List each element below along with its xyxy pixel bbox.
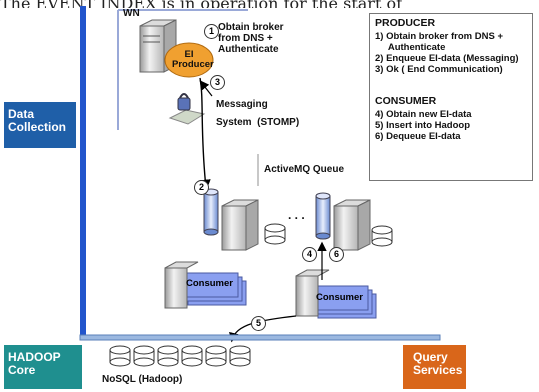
data-collection-text: Data Collection (8, 107, 67, 134)
legend-consumer-title: CONSUMER (375, 95, 437, 107)
lock-icon (168, 93, 206, 125)
nosql-disk-icon (157, 345, 179, 367)
producer-bubble-label: EI Producer (172, 49, 214, 70)
step-marker-1: 1 (204, 24, 219, 39)
legend-consumer-item-3: 6) Dequeue EI-data (375, 131, 461, 142)
ellipsis-dots: . . . (288, 208, 305, 222)
nosql-disk-icon (109, 345, 131, 367)
step-marker-5: 5 (251, 316, 266, 331)
consumer-1-stack (179, 272, 247, 306)
data-collection-bus (80, 6, 86, 336)
step-marker-2: 2 (194, 180, 209, 195)
legend-producer-title: PRODUCER (375, 17, 436, 29)
producer-ellipse (164, 42, 214, 78)
broker-server-2-icon (333, 199, 371, 251)
wn-frame (117, 9, 248, 130)
legend-consumer-item-1: 4) Obtain new EI-data (375, 109, 472, 120)
consumer-1-label: Consumer (186, 278, 233, 289)
disk-1-icon (264, 223, 286, 245)
hadoop-core-label: HADOOP Core (4, 345, 82, 389)
hadoop-bus (79, 334, 441, 341)
step-marker-6: 6 (329, 247, 344, 262)
nosql-disk-icon (229, 345, 251, 367)
legend-producer-item-2: 2) Enqueue EI-data (Messaging) (375, 53, 519, 64)
legend-producer-item-1: 1) Obtain broker from DNS + Authenticate (375, 31, 504, 53)
broker-server-1-icon (221, 199, 259, 251)
ok-return-arrow (199, 80, 213, 97)
nosql-disk-icon (205, 345, 227, 367)
step-marker-3: 3 (210, 75, 225, 90)
legend-producer-item-3: 3) Ok ( End Communication) (375, 64, 503, 75)
wn-label: WN (123, 8, 140, 19)
top-cut-caption: The EVENT INDEX is in operation for the … (0, 0, 539, 8)
consumer-2-server-icon (295, 269, 330, 317)
consumer-1-server-icon (164, 261, 199, 309)
producer-to-queue-arrow (199, 77, 211, 191)
nosql-disk-icon (133, 345, 155, 367)
nosql-label: NoSQL (Hadoop) (102, 374, 183, 385)
activemq-queue-label: ActiveMQ Queue (264, 164, 345, 175)
disk-2-icon (371, 225, 393, 247)
queue-cylinder-2 (315, 192, 331, 240)
nosql-disk-icon (181, 345, 203, 367)
consumer-2-stack (309, 285, 377, 319)
query-services-text: Query Services (413, 350, 463, 377)
queue-cylinder-1 (203, 188, 219, 236)
messaging-text: Messaging System (STOMP) (216, 99, 300, 128)
consumer-2-label: Consumer (316, 292, 363, 303)
step1-text: Obtain broker from DNS + Authenticate (218, 22, 284, 55)
legend-consumer-item-2: 5) Insert into Hadoop (375, 120, 470, 131)
data-collection-label: Data Collection (4, 102, 76, 148)
hadoop-core-text: HADOOP Core (8, 350, 61, 377)
step-marker-4: 4 (302, 247, 317, 262)
legend-box: PRODUCER 1) Obtain broker from DNS + Aut… (369, 13, 533, 181)
query-services-label: Query Services (403, 345, 466, 389)
nosql-disks (109, 345, 251, 367)
